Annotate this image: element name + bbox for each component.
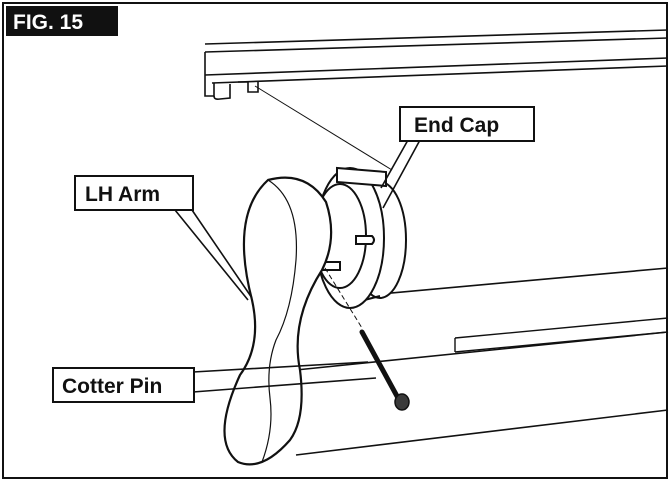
figure-label: FIG. 15 xyxy=(6,6,118,36)
callout-cotter-pin: Cotter Pin xyxy=(52,361,377,403)
callout-cotter-pin-box xyxy=(52,367,195,403)
callout-lh-arm-label: LH Arm xyxy=(85,183,160,206)
top-rail xyxy=(204,29,669,100)
lower-shelf xyxy=(454,317,669,353)
callout-end-cap-leader xyxy=(380,139,421,209)
cotter-pin-guide xyxy=(324,267,363,329)
callout-end-cap: End Cap xyxy=(380,106,535,209)
figure-label-background xyxy=(6,6,118,36)
rail-guide-line xyxy=(254,85,393,171)
end-cap xyxy=(313,166,407,309)
figure-label-text: FIG. 15 xyxy=(13,11,83,34)
callout-end-cap-box xyxy=(399,106,535,142)
callout-lh-arm-leader xyxy=(174,209,253,301)
callout-cotter-pin-leader xyxy=(192,361,377,393)
lh-arm xyxy=(223,176,333,466)
callout-lh-arm: LH Arm xyxy=(74,175,253,301)
cotter-pin xyxy=(359,329,410,411)
callout-end-cap-label: End Cap xyxy=(414,114,499,137)
callout-cotter-pin-label: Cotter Pin xyxy=(62,375,162,398)
callout-lh-arm-box xyxy=(74,175,194,211)
